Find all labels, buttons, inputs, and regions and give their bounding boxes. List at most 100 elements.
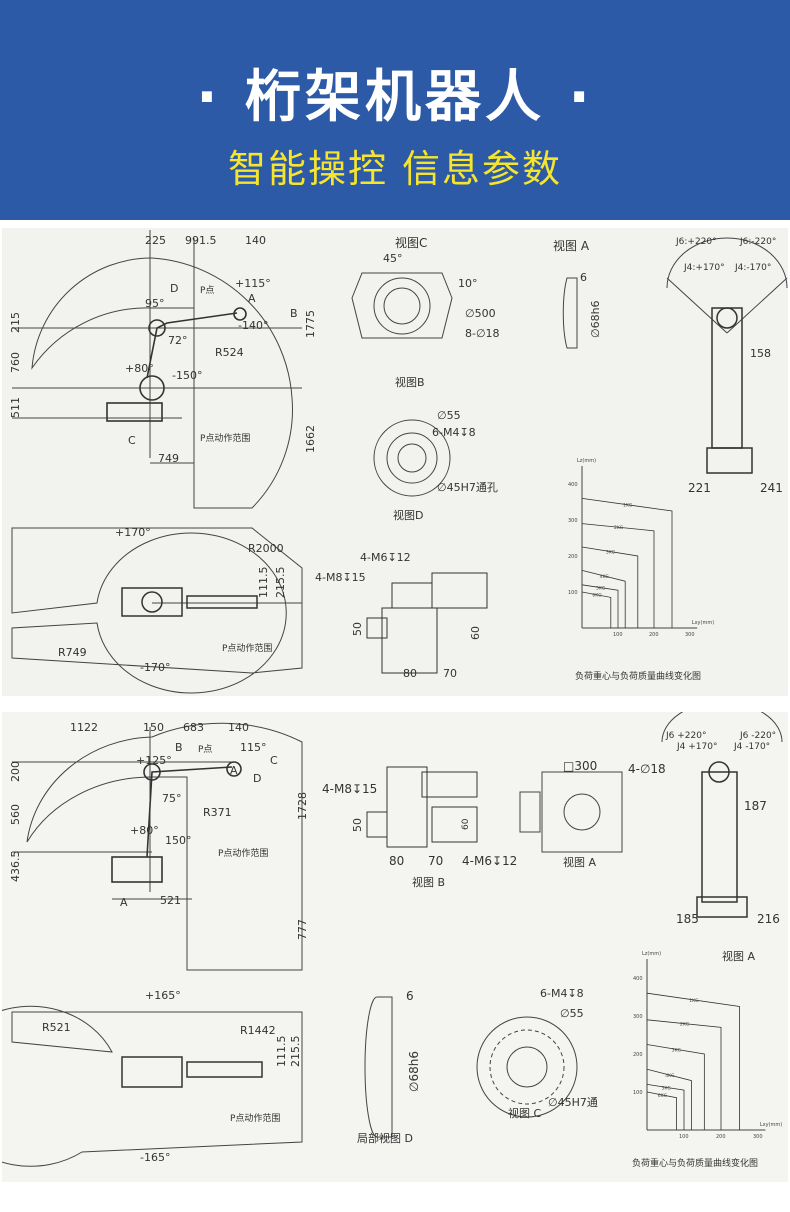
dim-label: 187 bbox=[744, 799, 767, 813]
dim-label: 777 bbox=[296, 919, 309, 940]
x-tick-label: 200 bbox=[649, 632, 659, 638]
dim-label: 683 bbox=[183, 721, 204, 734]
y-tick-label: 100 bbox=[568, 590, 578, 596]
wrist-range-arc bbox=[661, 712, 783, 743]
load-curve-5kg bbox=[646, 1084, 685, 1130]
view-label: 视图 A bbox=[722, 950, 756, 963]
dim-label: ∅68h6 bbox=[589, 300, 602, 338]
dim-label: 749 bbox=[158, 452, 179, 465]
y-tick-label: 400 bbox=[633, 976, 643, 982]
dim-label: 70 bbox=[443, 667, 457, 680]
x-tick-label: 100 bbox=[613, 632, 623, 638]
dim-label: 60 bbox=[461, 818, 471, 830]
dim-label: ∅500 bbox=[465, 307, 496, 320]
y-tick-label: 200 bbox=[633, 1052, 643, 1058]
curve-label: 6KG bbox=[592, 593, 602, 599]
angle-label: +165° bbox=[145, 989, 181, 1002]
curve-label: 5KG bbox=[662, 1085, 672, 1091]
angle-label: +80° bbox=[130, 824, 159, 837]
view-marker: A bbox=[248, 292, 256, 305]
radius-label: R371 bbox=[203, 806, 232, 819]
view-label: 局部视图 D bbox=[357, 1132, 413, 1145]
angle-label: 45° bbox=[383, 252, 403, 265]
dim-label: 80 bbox=[389, 854, 405, 868]
curve-label: 3KG bbox=[606, 550, 616, 556]
view-label: 视图 C bbox=[508, 1107, 542, 1120]
dim-label: 50 bbox=[351, 622, 364, 636]
view-c-flange bbox=[351, 272, 453, 339]
load-curve-6kg bbox=[581, 591, 612, 628]
angle-label: 150° bbox=[165, 834, 192, 847]
chart-caption: 负荷重心与负荷质量曲线变化图 bbox=[575, 672, 702, 682]
chart-caption: 负荷重心与负荷质量曲线变化图 bbox=[632, 1159, 759, 1169]
angle-label: J4 +170° bbox=[677, 742, 718, 752]
radius-label: R749 bbox=[58, 646, 87, 659]
dim-label: 760 bbox=[9, 352, 22, 373]
angle-label: 75° bbox=[162, 792, 182, 805]
view-marker: A bbox=[230, 764, 238, 777]
x-tick-label: 300 bbox=[685, 632, 695, 638]
dim-label: 1728 bbox=[296, 792, 309, 820]
dim-label: ∅55 bbox=[437, 409, 461, 422]
work-envelope-side bbox=[26, 722, 303, 971]
angle-label: -165° bbox=[140, 1151, 171, 1164]
angle-label: +125° bbox=[136, 754, 172, 767]
dim-label: 4-M6↧12 bbox=[360, 551, 411, 564]
dim-label: 50 bbox=[351, 818, 364, 832]
view-label: 视图B bbox=[395, 376, 425, 389]
dim-label: 436.5 bbox=[9, 850, 22, 883]
x-tick-label: 100 bbox=[679, 1134, 689, 1140]
dim-label: 4-M8↧15 bbox=[315, 571, 366, 584]
radius-label: R1442 bbox=[240, 1024, 276, 1037]
range-label: P点动作范围 bbox=[218, 849, 269, 859]
range-label: P点动作范围 bbox=[200, 434, 251, 444]
load-curve-6kg bbox=[646, 1091, 677, 1130]
motor-detail bbox=[366, 766, 478, 848]
dim-label: 215.5 bbox=[289, 1035, 302, 1068]
angle-label: -140° bbox=[238, 319, 269, 332]
curve-label: 5KG bbox=[596, 586, 606, 592]
dim-label: 8-∅18 bbox=[465, 327, 500, 340]
dim-label: 111.5 bbox=[257, 566, 270, 599]
x-axis-label: Lxy(mm) bbox=[760, 1122, 782, 1128]
y-axis-label: Lz(mm) bbox=[577, 458, 596, 464]
y-tick-label: 300 bbox=[568, 518, 578, 524]
view-label: 视图C bbox=[395, 236, 428, 250]
angle-label: 115° bbox=[240, 741, 267, 754]
x-tick-label: 300 bbox=[753, 1134, 763, 1140]
view-label: 视图 A bbox=[553, 239, 590, 253]
angle-label: J6 +220° bbox=[666, 731, 707, 741]
angle-label: +170° bbox=[115, 526, 151, 539]
dim-label: 70 bbox=[428, 854, 444, 868]
load-curve-1kg bbox=[646, 992, 740, 1130]
curve-label: 1KG bbox=[623, 503, 633, 509]
y-tick-label: 200 bbox=[568, 554, 578, 560]
load-curve-1kg bbox=[581, 498, 673, 628]
work-envelope-side bbox=[31, 257, 293, 509]
radius-label: R521 bbox=[42, 1021, 71, 1034]
view-marker: C bbox=[128, 434, 136, 447]
view-c-flange bbox=[476, 1016, 578, 1118]
curve-label: 2KG bbox=[614, 525, 624, 531]
angle-label: -170° bbox=[140, 661, 171, 674]
angle-label: J6:-220° bbox=[740, 237, 777, 247]
angle-label: -150° bbox=[172, 369, 203, 382]
dim-label: 140 bbox=[228, 721, 249, 734]
dim-label: 1775 bbox=[304, 310, 317, 338]
view-d-flange bbox=[364, 996, 393, 1138]
wrist-range-arc bbox=[666, 237, 788, 289]
dim-label: 4-∅18 bbox=[628, 762, 666, 776]
curve-label: 1KG bbox=[689, 998, 699, 1004]
banner-header: · 桁架机器人 · 智能操控 信息参数 bbox=[0, 0, 790, 220]
motor-detail bbox=[366, 572, 488, 674]
curve-label: 4KG bbox=[600, 574, 610, 580]
dim-label: □300 bbox=[563, 759, 598, 773]
view-label: 视图 A bbox=[563, 856, 597, 869]
load-curve-3kg bbox=[646, 1044, 705, 1130]
angle-label: J6 -220° bbox=[740, 731, 777, 741]
view-label: 视图 B bbox=[412, 876, 446, 889]
robot-arm-front bbox=[706, 307, 753, 474]
dim-label: 158 bbox=[750, 347, 771, 360]
dim-label: 521 bbox=[160, 894, 181, 907]
